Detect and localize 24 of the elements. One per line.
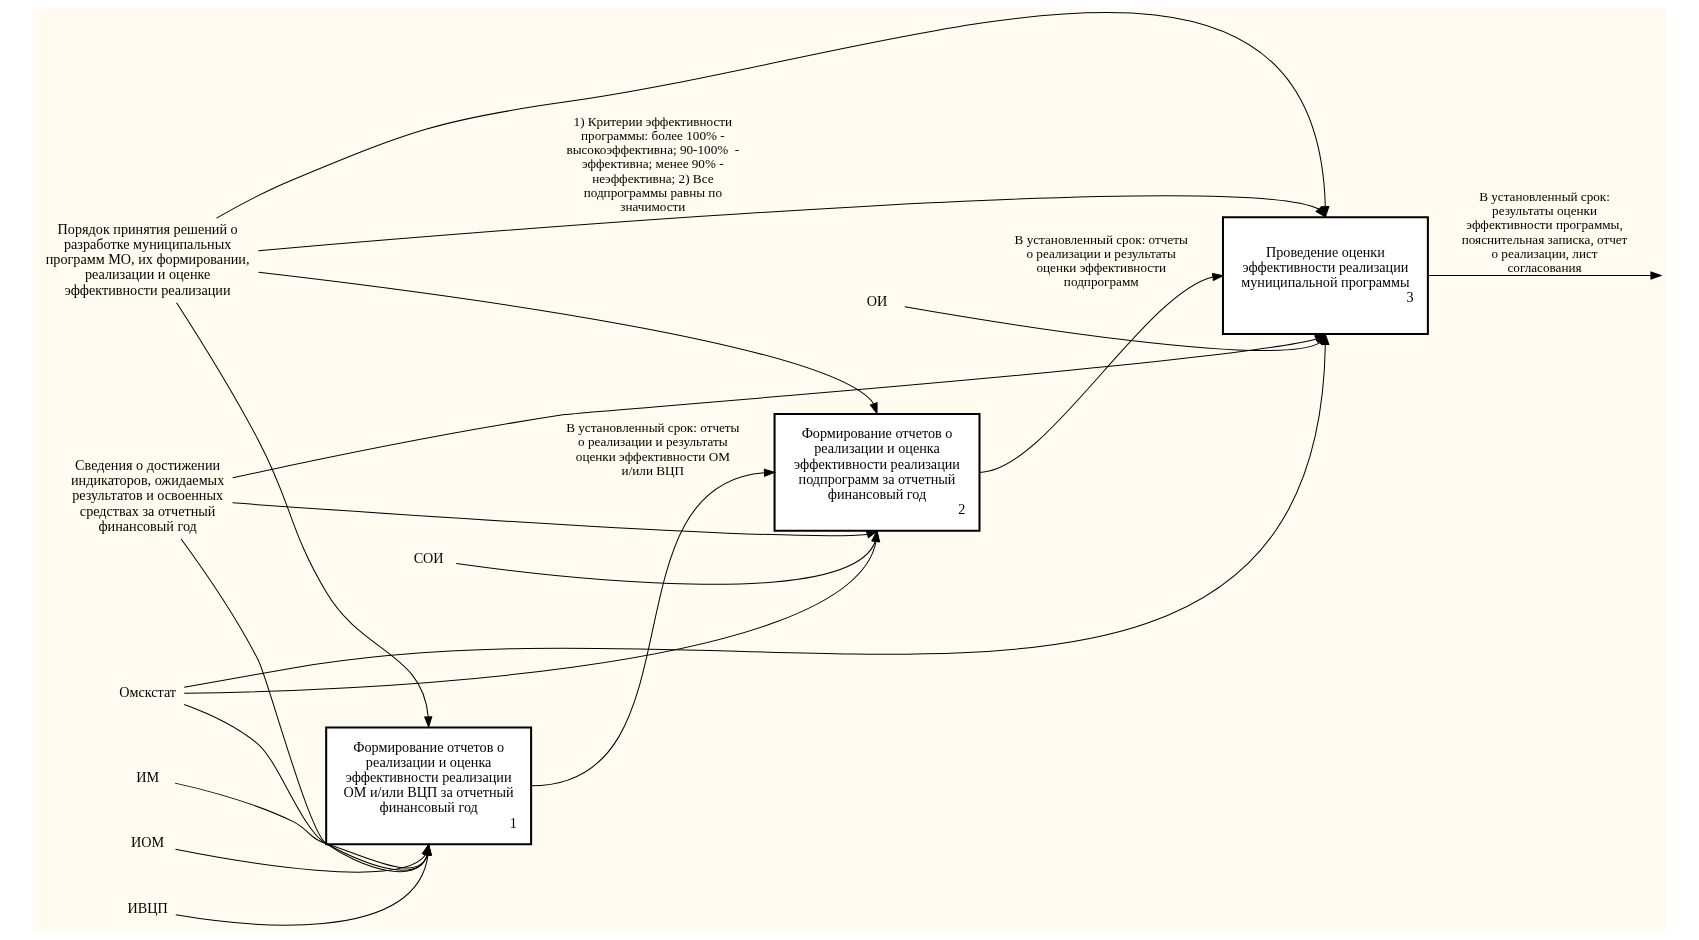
arrow xyxy=(183,529,881,694)
arrow xyxy=(232,502,879,539)
node-box: Проведение оценки эффективности реализации муниципальной программы 3 xyxy=(1221,216,1429,335)
node-text: ИВЦП xyxy=(127,900,168,917)
arrow xyxy=(1427,271,1663,280)
arrow xyxy=(257,271,878,415)
node-text: Сведения о достижении индикаторов, ожидаемых результатов и освоенных средствах за отчетный финансовый год xyxy=(71,457,225,534)
node-text: ОИ xyxy=(866,292,888,309)
node-box: Формирование отчетов о реализации и оценка эффективности реализации подпрограмм за отчетный финансовый год 2 xyxy=(773,413,981,532)
edge-label: В установленный срок: результаты оценки эффективности программы, пояснительная записка, отчет о реализации, лист согласования xyxy=(1461,188,1628,275)
edge-label: В установленный срок: отчеты о реализации и результаты оценки эффективности ОМ и/или ВЦП xyxy=(566,420,740,478)
arrow xyxy=(176,302,433,729)
node-text: ИМ xyxy=(136,768,160,785)
edge-label: 1) Критерии эффективности программы: более 100% - высокоэффективна; 90-100% - эффективна; менее 90% - неэффективна; 2) Все подпрограммы равны по значимости xyxy=(566,113,740,215)
node-box: Формирование отчетов о реализации и оценка эффективности реализации ОМ и/или ВЦП за отчетный финансовый год 1 xyxy=(325,726,533,846)
node-text: Омскстат xyxy=(119,684,177,701)
edge-label: В установленный срок: отчеты о реализации и результаты оценки эффективности подпрограмм xyxy=(1014,231,1188,290)
arrow xyxy=(257,195,1327,252)
arrow xyxy=(979,272,1225,473)
node-text: Порядок принятия решений о разработке муниципальных программ МО, их формировании, реализации и оценке эффективности реализации xyxy=(45,220,250,298)
node-text: ИОМ xyxy=(131,834,165,851)
node-text: СОИ xyxy=(413,550,444,567)
arrow xyxy=(455,529,880,585)
arrow xyxy=(530,468,777,787)
